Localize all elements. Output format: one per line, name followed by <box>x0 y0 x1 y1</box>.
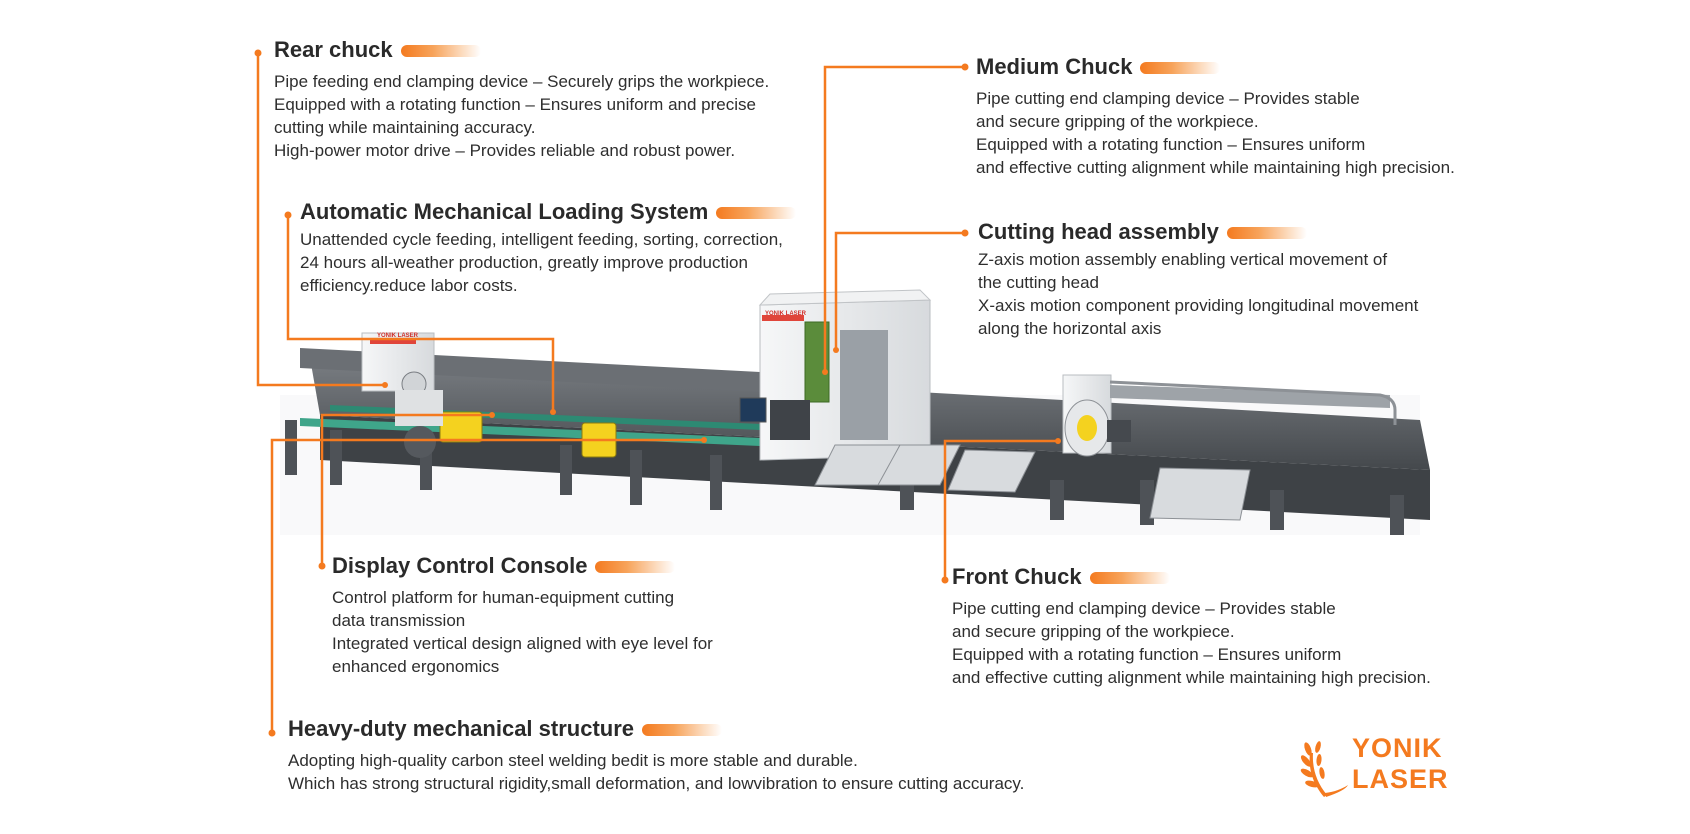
callout-title: Rear chuck <box>274 37 393 62</box>
logo-line-2: LASER <box>1352 764 1449 794</box>
rear-chuck-body <box>361 332 443 458</box>
callout-front-chuck: Front Chuck Pipe cutting end clamping de… <box>952 563 1431 689</box>
desc-line: efficiency.reduce labor costs. <box>300 276 518 295</box>
callout-description: Pipe cutting end clamping device – Provi… <box>976 87 1455 179</box>
callout-medium-chuck: Medium Chuck Pipe cutting end clamping d… <box>976 53 1455 179</box>
callout-description: Pipe feeding end clamping device – Secur… <box>274 70 769 162</box>
desc-line: Unattended cycle feeding, intelligent fe… <box>300 230 783 249</box>
callout-title: Cutting head assembly <box>978 219 1219 244</box>
desc-line: Equipped with a rotating function – Ensu… <box>952 645 1342 664</box>
desc-line: data transmission <box>332 611 466 630</box>
callout-title: Automatic Mechanical Loading System <box>300 199 709 224</box>
desc-line: Pipe cutting end clamping device – Provi… <box>976 89 1360 108</box>
front-rail <box>1109 380 1397 425</box>
leader-lines <box>256 53 1058 733</box>
unloading-tray <box>1149 467 1251 521</box>
title-accent-bar <box>400 45 481 58</box>
callout-cutting-head: Cutting head assembly Z-axis motion asse… <box>978 218 1418 340</box>
desc-line: Z-axis motion assembly enabling vertical… <box>978 250 1388 269</box>
desc-line: 24 hours all-weather production, greatly… <box>300 253 748 272</box>
front-chuck-body <box>1062 374 1131 457</box>
desc-line: Integrated vertical design aligned with … <box>332 634 713 653</box>
desc-line: and secure gripping of the workpiece. <box>952 622 1235 641</box>
callout-title: Display Control Console <box>332 553 588 578</box>
desc-line: Equipped with a rotating function – Ensu… <box>274 95 756 114</box>
desc-line: Control platform for human-equipment cut… <box>332 588 675 607</box>
desc-line: Pipe feeding end clamping device – Secur… <box>274 72 770 91</box>
callout-description: Control platform for human-equipment cut… <box>332 586 713 678</box>
wheat-laurel-icon <box>1300 741 1348 797</box>
callout-description: Adopting high-quality carbon steel weldi… <box>288 749 1024 795</box>
title-accent-bar <box>642 724 723 737</box>
desc-line: and secure gripping of the workpiece. <box>976 112 1259 131</box>
title-accent-bar <box>595 561 676 574</box>
desc-line: cutting while maintaining accuracy. <box>274 118 536 137</box>
callout-display-console: Display Control Console Control platform… <box>332 552 713 678</box>
callout-loading-system: Automatic Mechanical Loading System Unat… <box>300 198 797 297</box>
callout-title: Medium Chuck <box>976 54 1133 79</box>
callout-description: Pipe cutting end clamping device – Provi… <box>952 597 1431 689</box>
logo-wordmark: YONIK LASER <box>1352 733 1449 795</box>
callout-heavy-structure: Heavy-duty mechanical structure Adopting… <box>288 715 1024 795</box>
desc-line: along the horizontal axis <box>978 319 1162 338</box>
title-accent-bar <box>716 207 797 220</box>
title-accent-bar <box>1140 62 1221 75</box>
desc-line: Equipped with a rotating function – Ensu… <box>976 135 1366 154</box>
desc-line: High-power motor drive – Provides reliab… <box>274 141 736 160</box>
desc-line: and effective cutting alignment while ma… <box>952 668 1431 687</box>
head-brand-label: YONIK LASER <box>765 311 807 317</box>
brand-logo: YONIK LASER <box>1300 733 1470 799</box>
title-accent-bar <box>1226 227 1307 240</box>
desc-line: X-axis motion component providing longit… <box>978 296 1419 315</box>
desc-line: the cutting head <box>978 273 1099 292</box>
desc-line: Pipe cutting end clamping device – Provi… <box>952 599 1336 618</box>
chuck-brand-label: YONIK LASER <box>377 333 419 339</box>
desc-line: and effective cutting alignment while ma… <box>976 158 1455 177</box>
callout-description: Unattended cycle feeding, intelligent fe… <box>300 228 796 297</box>
callout-title: Heavy-duty mechanical structure <box>288 716 635 741</box>
title-accent-bar <box>1089 572 1170 585</box>
callout-description: Z-axis motion assembly enabling vertical… <box>978 248 1418 340</box>
desc-line: enhanced ergonomics <box>332 657 500 676</box>
desc-line: Which has strong structural rigidity,sma… <box>288 774 1025 793</box>
leader-dots <box>254 49 1061 737</box>
callout-rear-chuck: Rear chuck Pipe feeding end clamping dev… <box>274 36 769 162</box>
callout-title: Front Chuck <box>952 564 1082 589</box>
logo-line-1: YONIK <box>1352 733 1443 763</box>
desc-line: Adopting high-quality carbon steel weldi… <box>288 751 858 770</box>
slag-trays <box>814 444 1036 493</box>
